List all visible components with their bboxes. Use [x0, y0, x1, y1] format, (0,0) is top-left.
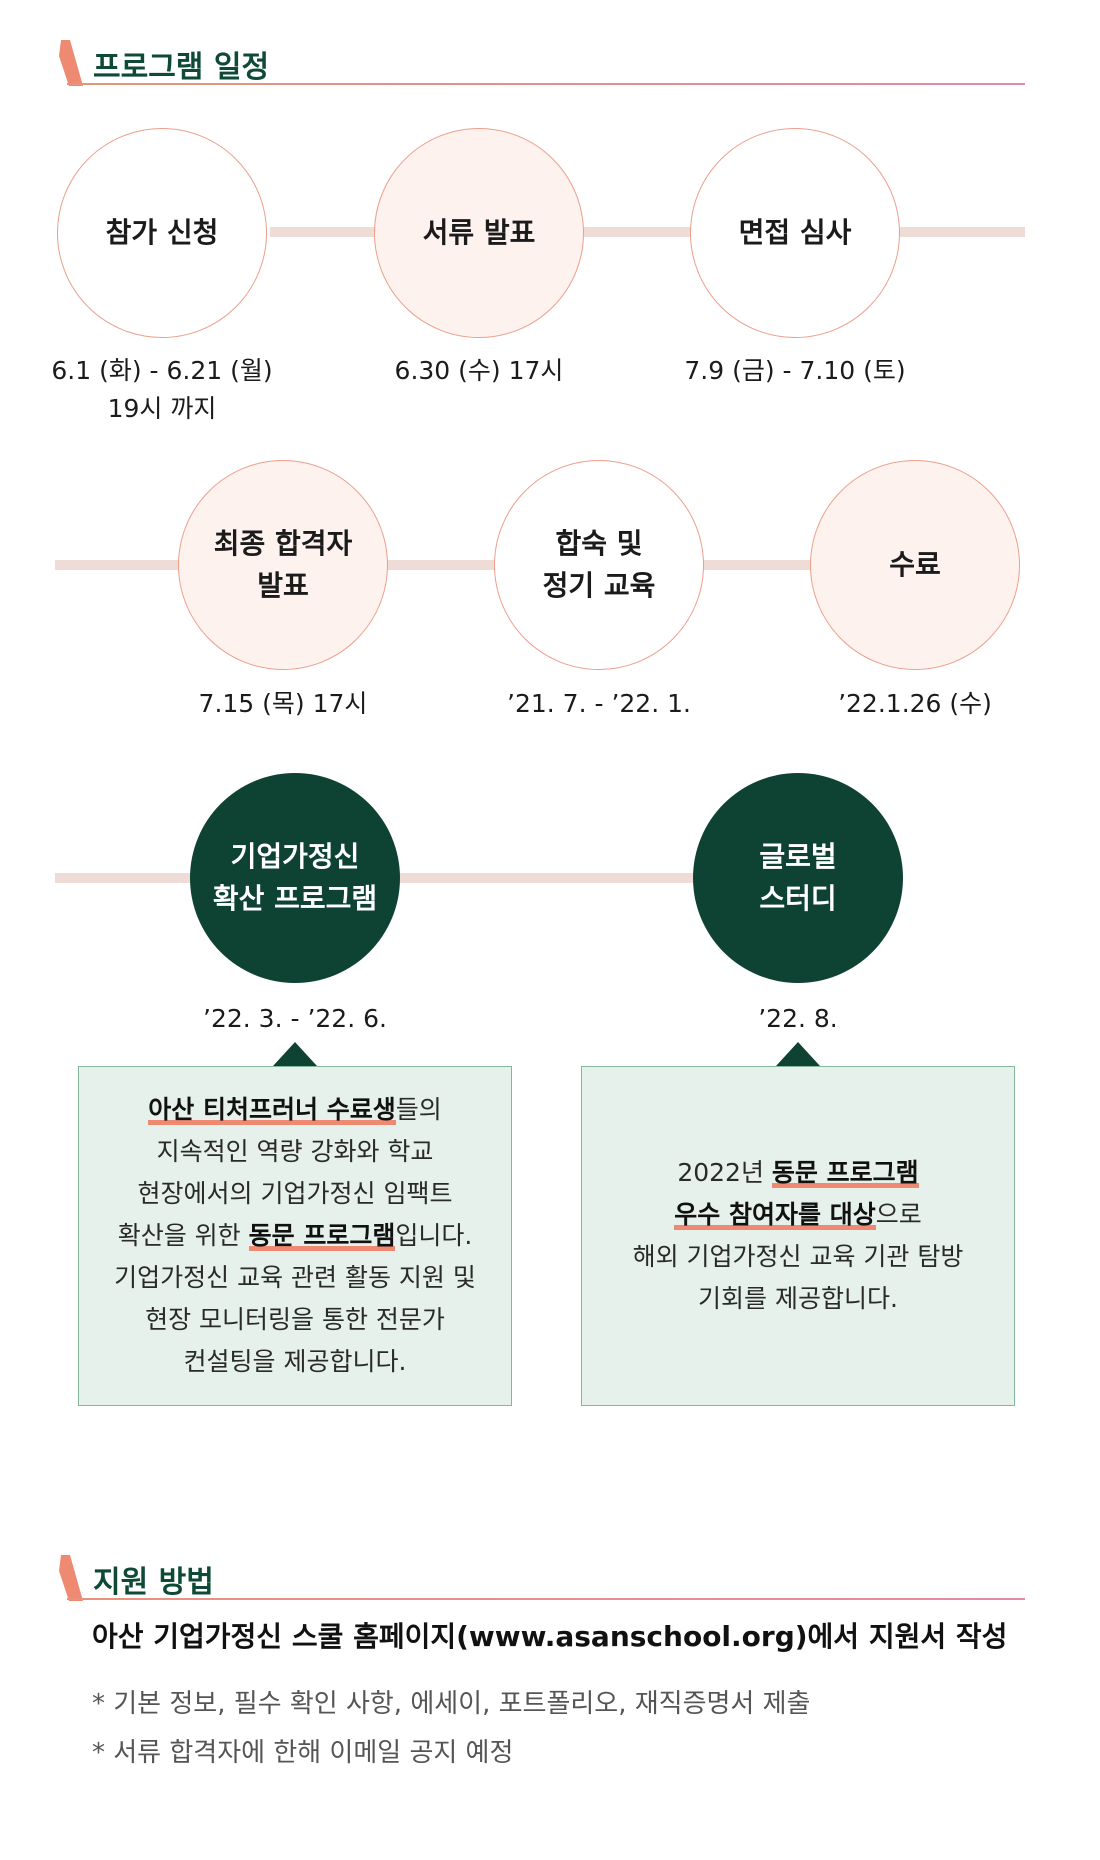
- highlight-text: 아산 티처프러너 수료생: [148, 1095, 396, 1125]
- extra-date: ’22. 8.: [758, 1004, 838, 1033]
- desc-text: 들의: [395, 1095, 442, 1124]
- extra-label: 글로벌 스터디: [759, 840, 837, 915]
- divider: [67, 83, 1025, 85]
- desc-text: 컨설팅을 제공합니다.: [183, 1347, 407, 1376]
- apply-instructions: 아산 기업가정신 스쿨 홈페이지(www.asanschool.org)에서 지…: [92, 1620, 1008, 1653]
- step-label: 서류 발표: [422, 216, 536, 249]
- global-study-description: 2022년 동문 프로그램 우수 참여자를 대상으로 해외 기업가정신 교육 기…: [581, 1066, 1015, 1406]
- highlight-text: 동문 프로그램: [771, 1158, 919, 1188]
- extra-label: 기업가정신 확산 프로그램: [212, 840, 378, 915]
- step-date: 7.15 (목) 17시: [198, 689, 368, 718]
- flag-icon: [59, 1555, 83, 1601]
- step-date: ’21. 7. - ’22. 1.: [507, 689, 691, 718]
- flag-icon: [59, 40, 83, 86]
- extra-circle-alumni-program: 기업가정신 확산 프로그램: [190, 773, 400, 983]
- step-label: 최종 합격자 발표: [213, 527, 353, 602]
- step-date: 6.30 (수) 17시: [394, 356, 564, 385]
- step-date: 6.1 (화) - 6.21 (월) 19시 까지: [51, 356, 273, 423]
- extra-circle-global-study: 글로벌 스터디: [693, 773, 903, 983]
- apply-note: * 기본 정보, 필수 확인 사항, 에세이, 포트폴리오, 재직증명서 제출: [92, 1689, 811, 1719]
- step-circle-interview: 면접 심사: [690, 128, 900, 338]
- pointer-arrow: [776, 1042, 820, 1066]
- desc-text: 2022년: [677, 1158, 772, 1187]
- step-label: 참가 신청: [105, 216, 219, 249]
- alumni-program-description: 아산 티처프러너 수료생들의 지속적인 역량 강화와 학교 현장에서의 기업가정…: [78, 1066, 512, 1406]
- step-date: ’22.1.26 (수): [838, 689, 992, 718]
- desc-text: 확산을 위한: [117, 1221, 249, 1250]
- step-circle-training: 합숙 및 정기 교육: [494, 460, 704, 670]
- desc-text: 입니다.: [395, 1221, 473, 1250]
- step-circle-completion: 수료: [810, 460, 1020, 670]
- apply-header: 지원 방법: [55, 1555, 1025, 1605]
- apply-note: * 서류 합격자에 한해 이메일 공지 예정: [92, 1738, 514, 1768]
- step-date: 7.9 (금) - 7.10 (토): [684, 356, 906, 385]
- extra-date: ’22. 3. - ’22. 6.: [203, 1004, 387, 1033]
- section-title: 지원 방법: [93, 1565, 214, 1600]
- step-label: 면접 심사: [738, 216, 852, 249]
- desc-text: 으로: [875, 1200, 922, 1229]
- desc-text: 지속적인 역량 강화와 학교: [156, 1137, 434, 1166]
- desc-text: 기업가정신 교육 관련 활동 지원 및: [114, 1263, 476, 1292]
- highlight-text: 우수 참여자를 대상: [674, 1200, 876, 1230]
- step-circle-apply: 참가 신청: [57, 128, 267, 338]
- divider: [67, 1598, 1025, 1600]
- schedule-header: 프로그램 일정: [55, 40, 1025, 90]
- pointer-arrow: [273, 1042, 317, 1066]
- timeline-track: [55, 560, 825, 570]
- highlight-text: 동문 프로그램: [248, 1221, 396, 1251]
- section-title: 프로그램 일정: [93, 50, 270, 85]
- step-label: 합숙 및 정기 교육: [542, 527, 656, 602]
- desc-text: 해외 기업가정신 교육 기관 탐방: [632, 1242, 964, 1271]
- desc-text: 현장 모니터링을 통한 전문가: [145, 1305, 445, 1334]
- step-circle-document-result: 서류 발표: [374, 128, 584, 338]
- desc-text: 현장에서의 기업가정신 임팩트: [137, 1179, 453, 1208]
- step-circle-final-result: 최종 합격자 발표: [178, 460, 388, 670]
- timeline-track: [270, 227, 1025, 237]
- desc-text: 기회를 제공합니다.: [698, 1284, 898, 1313]
- step-label: 수료: [889, 548, 941, 581]
